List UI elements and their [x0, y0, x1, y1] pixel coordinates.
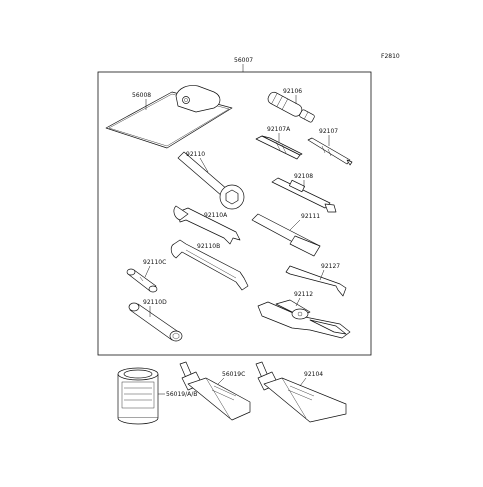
- part-label-92112: 92112: [294, 291, 313, 298]
- open-end-wrench-b-drawing: [170, 239, 249, 291]
- screwdriver-handle-drawing: [267, 91, 315, 123]
- grease-tube-92104-drawing: [255, 361, 347, 423]
- socket-wrench-d-drawing: [128, 302, 183, 342]
- part-label-92104: 92104: [304, 371, 323, 378]
- grease-tube-56019c-drawing: [179, 361, 251, 421]
- screwdriver-bit-a-drawing: [255, 135, 303, 160]
- hex-key-drawing: [285, 265, 347, 297]
- socket-wrench-c-drawing: [126, 268, 158, 293]
- tool-kit-frame: [97, 71, 372, 356]
- part-label-92108: 92108: [294, 173, 313, 180]
- part-label-92110D: 92110D: [143, 299, 167, 306]
- part-label-92107A: 92107A: [267, 126, 291, 133]
- extension-bar-drawing: [251, 213, 321, 257]
- ring-wrench-drawing: [177, 151, 245, 210]
- tool-pouch-drawing: [105, 85, 233, 149]
- part-label-92106: 92106: [283, 88, 302, 95]
- tool-92108-drawing: [271, 177, 337, 213]
- part-label-92110: 92110: [186, 151, 205, 158]
- part-label-92110A: 92110A: [204, 212, 228, 219]
- pliers-drawing: [257, 299, 351, 339]
- part-label-92111: 92111: [301, 213, 320, 220]
- part-label-56019C: 56019C: [222, 371, 245, 378]
- part-label-92110B: 92110B: [197, 243, 220, 250]
- oil-filter-can-drawing: [117, 367, 159, 425]
- part-label-92107: 92107: [319, 128, 338, 135]
- screwdriver-bit-drawing: [307, 137, 353, 166]
- kit-label: 56007: [234, 57, 253, 64]
- part-label-92110C: 92110C: [143, 259, 166, 266]
- part-label-56008: 56008: [132, 92, 151, 99]
- part-label-92127: 92127: [321, 263, 340, 270]
- open-end-wrench-a-drawing: [173, 205, 241, 245]
- figure-code: F2810: [381, 53, 400, 60]
- part-label-56019AB: 56019/A/B: [166, 391, 197, 398]
